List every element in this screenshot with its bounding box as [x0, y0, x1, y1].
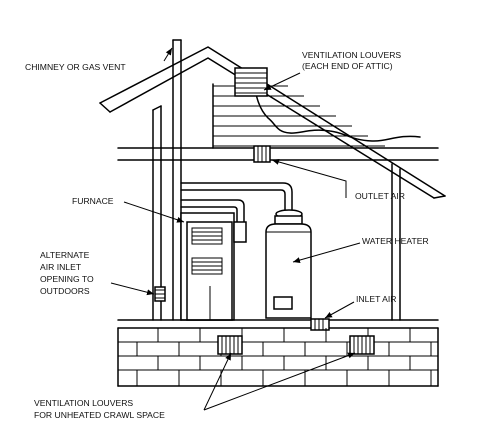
- label-crawl-louvers-2: FOR UNHEATED CRAWL SPACE: [34, 410, 165, 420]
- attic-louver: [234, 67, 268, 97]
- walls: [152, 105, 401, 321]
- alternate-air-inlet: [154, 286, 166, 302]
- label-attic-louvers-2: (EACH END OF ATTIC): [302, 61, 393, 71]
- chimney-vent: [172, 39, 182, 321]
- label-alt-inlet-1: ALTERNATE: [40, 250, 90, 260]
- label-chimney: CHIMNEY OR GAS VENT: [25, 62, 126, 72]
- label-alt-inlet-4: OUTDOORS: [40, 286, 90, 296]
- crawl-louver-left: [217, 335, 243, 355]
- foundation-wall: [117, 327, 439, 387]
- label-water-heater: WATER HEATER: [362, 236, 429, 246]
- ceiling-beam: [117, 147, 439, 161]
- label-inlet-air: INLET AIR: [356, 294, 396, 304]
- outlet-air-vent: [253, 145, 271, 163]
- label-alt-inlet-3: OPENING TO: [40, 274, 94, 284]
- flue-pipes: [180, 182, 293, 223]
- water-heater: [265, 209, 312, 319]
- label-attic-louvers-1: VENTILATION LOUVERS: [302, 50, 401, 60]
- crawl-louver-right: [349, 335, 375, 355]
- label-outlet-air: OUTLET AIR: [355, 191, 405, 201]
- label-furnace: FURNACE: [72, 196, 114, 206]
- label-alt-inlet-2: AIR INLET: [40, 262, 82, 272]
- label-crawl-louvers-1: VENTILATION LOUVERS: [34, 398, 133, 408]
- floor: [117, 319, 439, 329]
- inlet-air-vent: [310, 318, 330, 331]
- furnace: [180, 212, 247, 321]
- leader-lines: [110, 47, 361, 411]
